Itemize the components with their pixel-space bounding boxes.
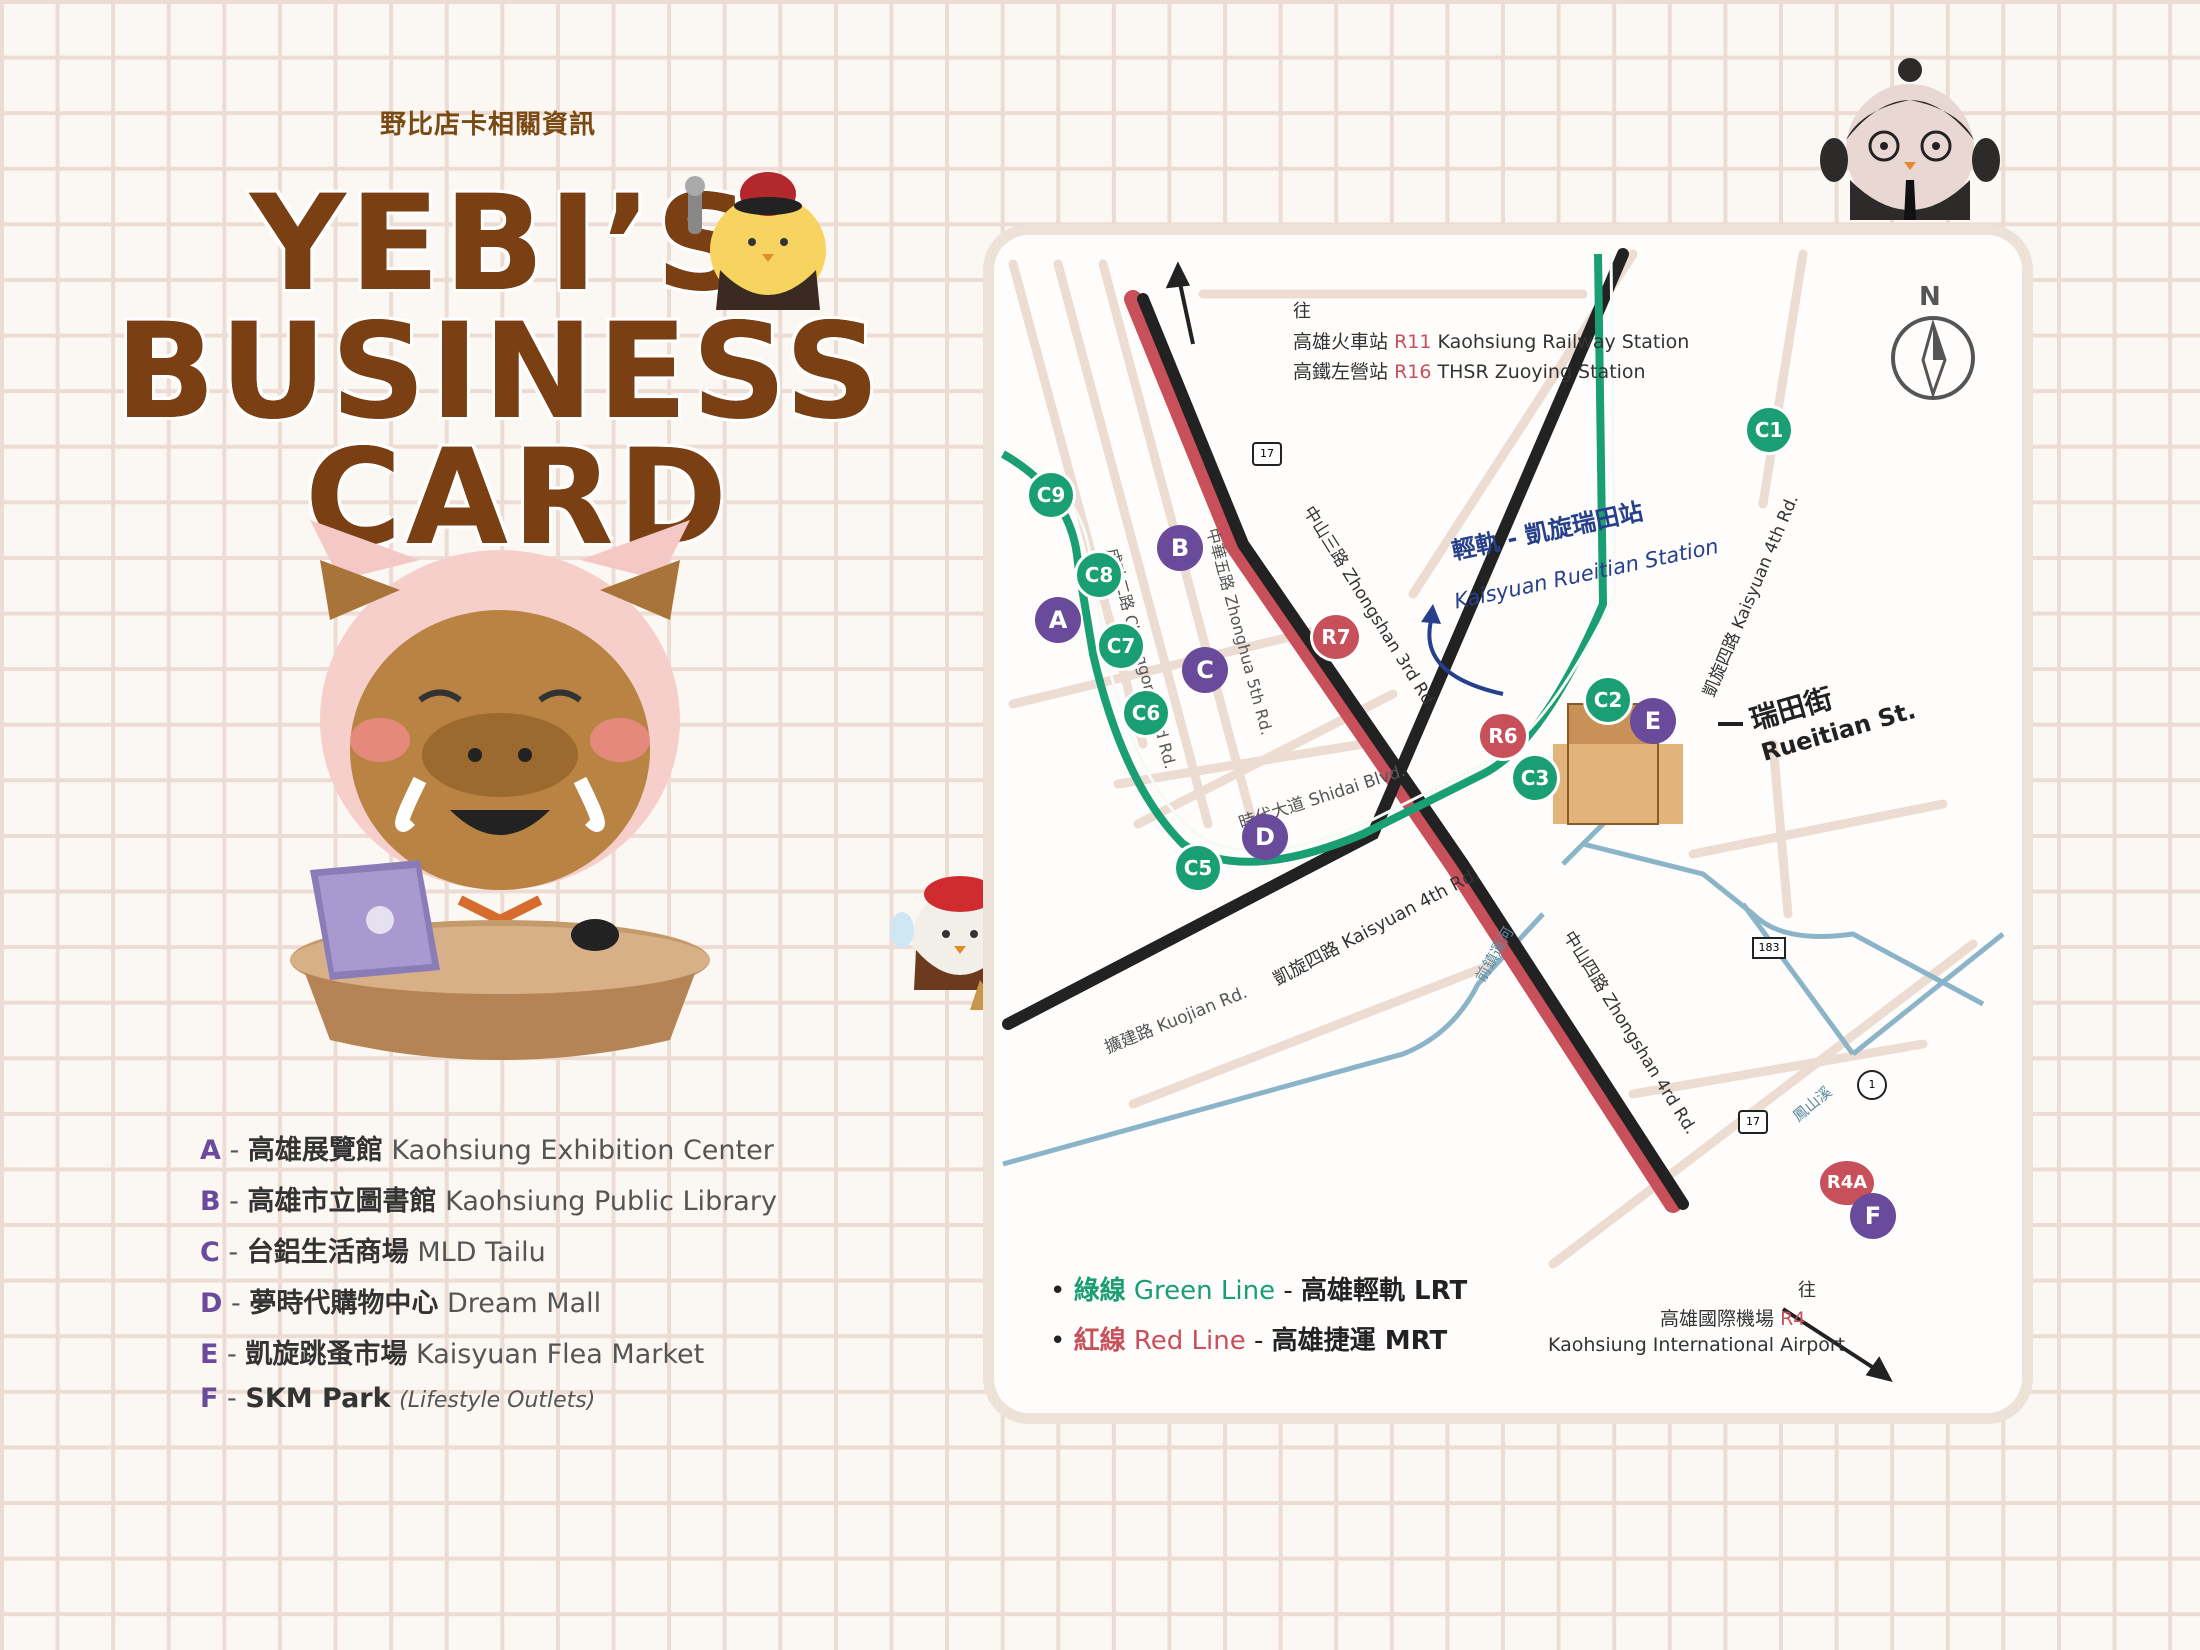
- poi-marker-e[interactable]: E: [1630, 698, 1676, 744]
- chef-chick-illustration: [685, 172, 826, 310]
- legend-item-b: B - 高雄市立圖書館 Kaohsiung Public Library: [200, 1186, 777, 1217]
- poi-marker-d[interactable]: D: [1242, 814, 1288, 860]
- poi-marker-f[interactable]: F: [1850, 1193, 1896, 1239]
- route-shield-17-north: 17: [1252, 442, 1282, 466]
- north-note-line1: 高雄火車站 R11 Kaohsiung Railway Station: [1293, 331, 1690, 353]
- station-c5[interactable]: C5: [1173, 843, 1223, 893]
- poi-legend: A - 高雄展覽館 Kaohsiung Exhibition Center B …: [200, 1128, 777, 1434]
- title-line-1: YEBI’S: [250, 167, 755, 321]
- compass-icon: [1891, 316, 1975, 400]
- station-c6[interactable]: C6: [1121, 688, 1171, 738]
- station-r7[interactable]: R7: [1310, 612, 1362, 662]
- south-note-prefix: 往: [1798, 1280, 1816, 1301]
- legend-item-c: C - 台鋁生活商場 MLD Tailu: [200, 1237, 546, 1268]
- route-map: [1001, 248, 2005, 1383]
- station-c3[interactable]: C3: [1510, 753, 1560, 803]
- legend-item-d: D - 夢時代購物中心 Dream Mall: [200, 1288, 602, 1319]
- boar-mascot-illustration: [290, 520, 710, 1060]
- south-note-line1: 高雄國際機場 R4: [1660, 1308, 1806, 1330]
- station-c8[interactable]: C8: [1074, 550, 1124, 600]
- station-c1[interactable]: C1: [1744, 405, 1794, 455]
- station-c7[interactable]: C7: [1096, 621, 1146, 671]
- route-shield-1: 1: [1857, 1070, 1887, 1100]
- line-legend-red: • 紅線 Red Line - 高雄捷運 MRT: [1050, 1326, 1448, 1356]
- station-c2[interactable]: C2: [1583, 675, 1633, 725]
- legend-item-e: E - 凱旋跳蚤市場 Kaisyuan Flea Market: [200, 1339, 705, 1370]
- compass-north-label: N: [1919, 282, 1941, 312]
- north-note-prefix: 往: [1293, 301, 1311, 322]
- route-shield-183: 183: [1752, 937, 1786, 959]
- poi-marker-b[interactable]: B: [1157, 525, 1203, 571]
- legend-item-a: A - 高雄展覽館 Kaohsiung Exhibition Center: [200, 1135, 774, 1166]
- poi-marker-a[interactable]: A: [1035, 597, 1081, 643]
- station-r6[interactable]: R6: [1477, 711, 1529, 761]
- route-shield-17-south: 17: [1738, 1110, 1768, 1134]
- legend-item-f: F - SKM Park (Lifestyle Outlets): [200, 1383, 596, 1414]
- page-subtitle: 野比店卡相關資訊: [380, 110, 597, 140]
- poi-marker-c[interactable]: C: [1182, 647, 1228, 693]
- station-c9[interactable]: C9: [1026, 470, 1076, 520]
- line-legend-green: • 綠線 Green Line - 高雄輕軌 LRT: [1050, 1276, 1468, 1306]
- north-note-line2: 高鐵左營站 R16 THSR Zuoying Station: [1293, 361, 1646, 383]
- title-line-2: BUSINESS: [115, 295, 884, 449]
- black-bird-illustration: [1820, 58, 2000, 220]
- south-note-line2: Kaohsiung International Airport: [1548, 1334, 1846, 1356]
